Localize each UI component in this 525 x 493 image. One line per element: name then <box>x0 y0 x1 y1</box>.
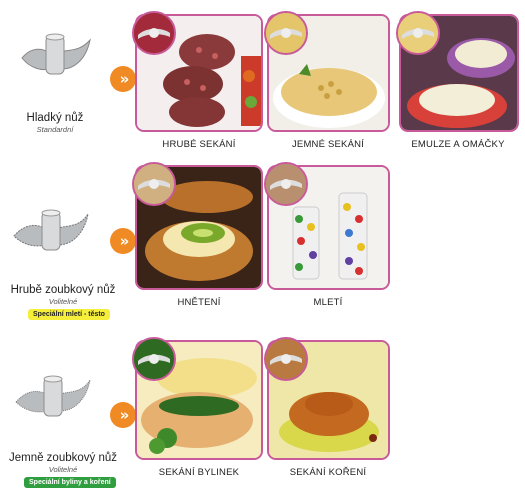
blade-label-fine-serrated: Jemně zoubkový nůž Volitelné <box>0 452 128 474</box>
coarse-serrated-blade-icon <box>13 209 89 251</box>
tile-caption: HRUBÉ SEKÁNÍ <box>162 139 236 150</box>
blade-thumbnail <box>132 337 176 381</box>
special-feature-badge: Speciální byliny a koření <box>24 477 116 488</box>
photo-coarse-chopping <box>135 14 263 132</box>
fine-serrated-blade-icon <box>15 375 91 417</box>
blade-name: Hladký nůž <box>26 112 84 124</box>
blade-name: Hrubě zoubkový nůž <box>10 284 116 296</box>
blade-thumbnail <box>264 337 308 381</box>
blade-label-smooth: Hladký nůž Standardní <box>0 112 115 134</box>
tile-caption: SEKÁNÍ KOŘENÍ <box>289 467 367 478</box>
double-chevron-right-icon: » <box>110 402 136 428</box>
smooth-blade-icon <box>21 33 91 75</box>
tile-caption: JEMNÉ SEKÁNÍ <box>291 139 365 150</box>
double-chevron-right-icon: » <box>110 228 136 254</box>
tile-caption: EMULZE A OMÁČKY <box>411 139 505 150</box>
tile-caption: HNĚTENÍ <box>177 297 221 308</box>
blade-thumbnail <box>264 162 308 206</box>
double-chevron-right-icon: » <box>110 66 136 92</box>
tile-caption: SEKÁNÍ BYLINEK <box>158 467 240 478</box>
blade-subtitle: Standardní <box>36 125 74 134</box>
blade-thumbnail <box>264 11 308 55</box>
photo-fine-chopping <box>267 14 390 132</box>
blade-thumbnail <box>396 11 440 55</box>
blade-subtitle: Volitelné <box>48 465 78 474</box>
photo-emulsions-sauces <box>399 14 519 132</box>
blade-label-coarse-serrated: Hrubě zoubkový nůž Volitelné <box>0 284 128 306</box>
blade-name: Jemně zoubkový nůž <box>8 452 118 464</box>
tile-caption: MLETÍ <box>313 297 343 308</box>
blade-subtitle: Volitelné <box>48 297 78 306</box>
photo-chopping-herbs <box>135 340 263 460</box>
blade-thumbnail <box>132 11 176 55</box>
special-feature-badge: Speciální mletí - těsto <box>28 309 110 320</box>
blade-thumbnail <box>132 162 176 206</box>
